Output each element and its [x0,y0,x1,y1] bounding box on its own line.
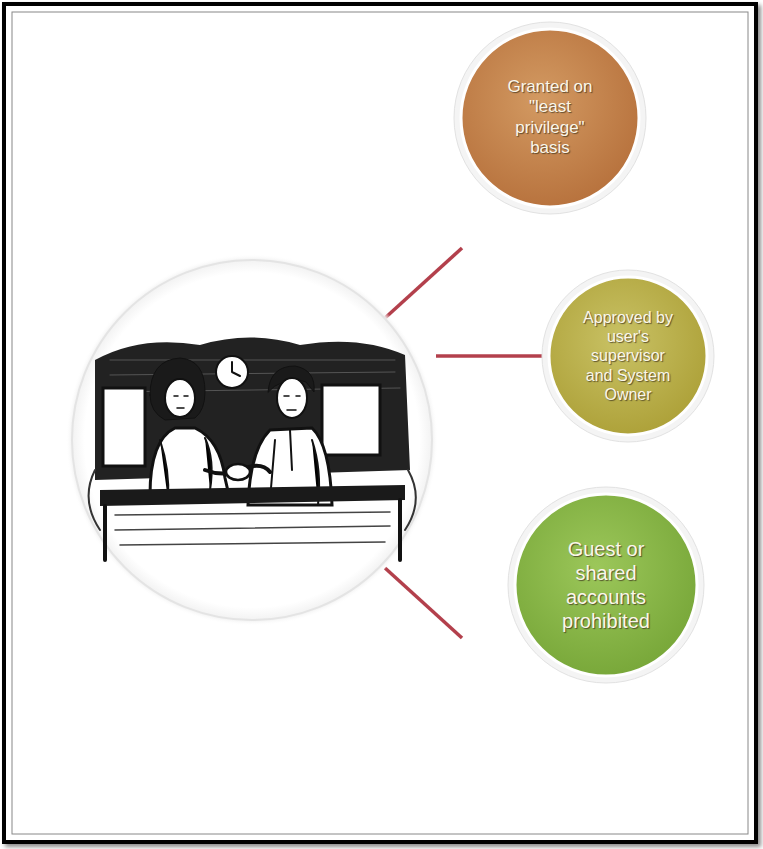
office-illustration [89,338,416,561]
circle-node: Guest or shared accounts prohibited [508,487,704,683]
circle-fill [461,29,639,207]
circle-fill [549,277,707,435]
node-text: Approved by user's supervisor and System… [582,308,674,404]
leader-line [385,248,462,318]
circle-node: Granted on "least privilege" basis [454,22,646,214]
circle-node: Approved by user's supervisor and System… [542,270,714,442]
circle-halo [454,22,646,214]
illustration-circle-edge [72,260,432,620]
inner-frame [12,12,748,834]
node-text: Granted on "least privilege" basis [495,77,605,159]
illustration-circle [66,254,438,626]
circle-fill [515,494,697,676]
circle-shape [508,487,704,683]
circle-halo [542,270,714,442]
outer-frame [4,4,756,842]
node-text: Guest or shared accounts prohibited [554,537,658,633]
circle-halo [508,487,704,683]
leader-line [385,568,462,638]
leader-line [436,354,544,358]
